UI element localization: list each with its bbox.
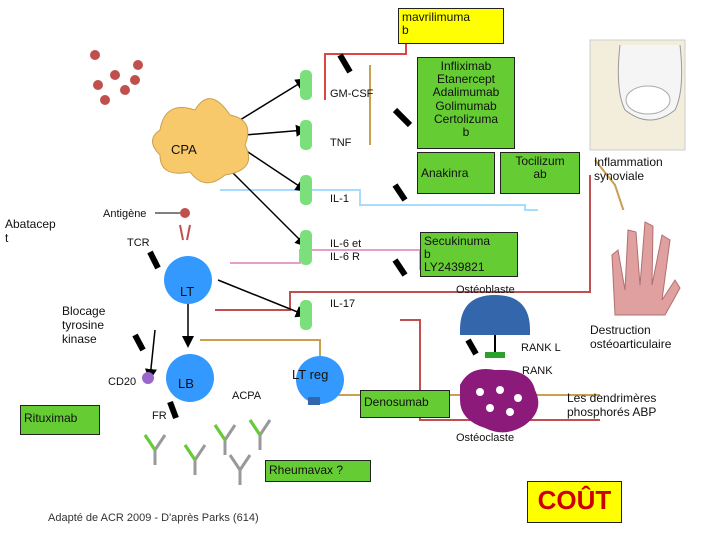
cpa-label: CPA: [171, 142, 197, 157]
rituximab-box: Rituximab: [20, 405, 100, 435]
mavrilimumab-box: mavrilimuma b: [398, 8, 504, 44]
cd20-label: CD20: [108, 376, 137, 388]
secukinumab-box: Secukinuma b LY2439821: [420, 232, 518, 277]
abatacept-label: Abatacep t: [5, 217, 56, 245]
tnf-label: TNF: [330, 137, 352, 149]
joint-line: [594, 159, 626, 216]
cpa-cell: [152, 98, 250, 184]
denosumab-box: Denosumab: [360, 390, 450, 418]
osteoblaste-label: Ostéoblaste: [456, 284, 515, 296]
tocilizumab-box: Tocilizum ab: [500, 152, 580, 194]
lb-cell: [166, 354, 214, 402]
rheumavax-box: Rheumavax ?: [265, 460, 371, 482]
source-label: Adapté de ACR 2009 - D'après Parks (614): [48, 512, 259, 524]
antigen-beads: [90, 50, 143, 105]
inflammation-label: Inflammation synoviale: [594, 155, 663, 183]
anakinra-box: Anakinra: [417, 152, 495, 194]
il17-label: IL-17: [330, 298, 356, 310]
osteoblast-cell: [460, 295, 530, 335]
antibodies: [143, 419, 272, 485]
mavrilimumab-line: [324, 44, 407, 100]
knee-joint-illustration: [589, 39, 686, 151]
rank-label: RANK: [522, 365, 553, 377]
hand-illustration: [598, 210, 681, 316]
il6-line: [230, 249, 421, 270]
ltreg-label: LT reg: [292, 367, 329, 382]
dendrimeres-label: Les dendrimères phosphorés ABP: [567, 391, 657, 419]
destruction-label: Destruction ostéoarticulaire: [590, 323, 672, 351]
tcr-label: TCR: [127, 237, 150, 249]
lt-cell: [164, 256, 212, 304]
fr-label: FR: [152, 410, 167, 422]
antigen-label: Antigène: [103, 208, 147, 220]
cd20-marker: [142, 372, 154, 384]
rankl-label: RANK L: [521, 342, 561, 354]
il1-line: [220, 189, 538, 211]
lb-label: LB: [178, 376, 194, 391]
cpa-arrows: [144, 78, 308, 381]
lt-label: LT: [180, 284, 195, 299]
cout-box: COÛT: [527, 481, 622, 523]
gmcsf-label: GM-CSF: [330, 88, 374, 100]
osteoclaste-label: Ostéoclaste: [456, 432, 515, 444]
il6-label: IL-6 et IL-6 R: [330, 238, 362, 263]
osteoclast-nuclei: [476, 386, 522, 416]
osteoclast-cell: [460, 369, 539, 433]
rankl-receptor: [485, 352, 505, 358]
acpa-label: ACPA: [232, 390, 262, 402]
ltreg-cell: [296, 356, 344, 404]
il17-line: [215, 175, 591, 311]
anti-tnf-box: Infliximab Etanercept Adalimumab Golimum…: [417, 57, 515, 149]
pathway-lines: [200, 44, 626, 421]
ltreg-receptor: [308, 397, 320, 405]
antigen-tcr: [155, 208, 191, 241]
cytokine-bars: [300, 70, 312, 330]
blocage-label: Blocage tyrosine kinase: [62, 304, 106, 346]
il1-label: IL-1: [330, 193, 349, 205]
